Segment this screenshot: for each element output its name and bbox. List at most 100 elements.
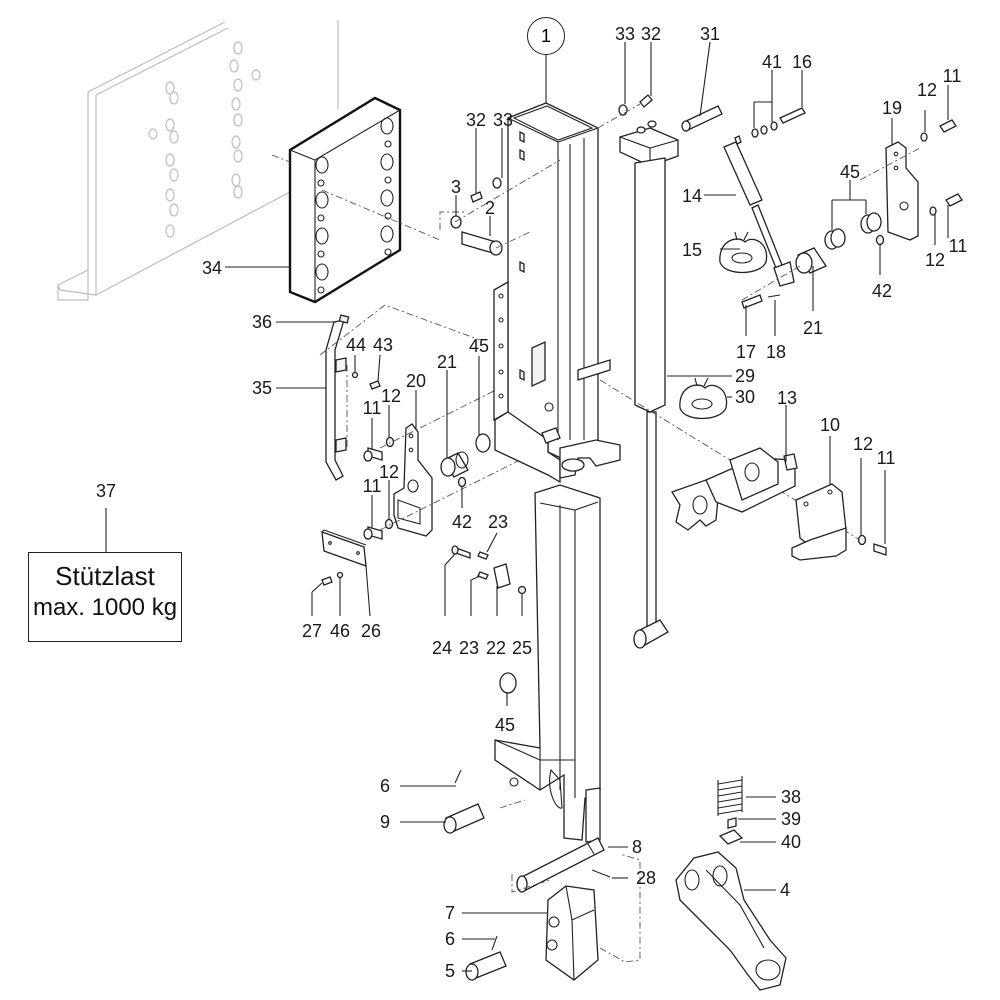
callout-40: 40 bbox=[780, 832, 802, 852]
callout-16: 16 bbox=[791, 52, 813, 72]
part-34-mounting-plate bbox=[271, 96, 441, 304]
callout-46: 46 bbox=[329, 621, 351, 641]
part-33-washer-left bbox=[492, 177, 502, 189]
callout-11: 11 bbox=[942, 66, 962, 86]
callout-45: 45 bbox=[839, 162, 861, 182]
callout-17: 17 bbox=[735, 342, 757, 362]
callout-9: 9 bbox=[379, 812, 391, 832]
part-39-screw bbox=[727, 817, 737, 829]
part-21-bushing-right bbox=[795, 247, 827, 274]
part-8-pin bbox=[516, 837, 605, 893]
callout-14: 14 bbox=[681, 186, 703, 206]
callout-44: 44 bbox=[345, 335, 367, 355]
callout-3: 3 bbox=[450, 177, 462, 197]
part-33-washer-top bbox=[618, 104, 628, 116]
part-4-claw-foot bbox=[675, 851, 787, 991]
sign-title: Stützlast bbox=[55, 561, 155, 591]
part-5-pin bbox=[465, 951, 507, 981]
part-7-clevis bbox=[545, 885, 599, 981]
part-21-bushing-left bbox=[440, 451, 469, 478]
callout-15: 15 bbox=[681, 240, 703, 260]
part-45-o-ring-left bbox=[475, 433, 491, 453]
callout-12: 12 bbox=[380, 386, 402, 406]
callout-30: 30 bbox=[734, 387, 756, 407]
part-22-25-lock-block bbox=[451, 545, 527, 595]
callout-31: 31 bbox=[699, 24, 721, 44]
callout-7: 7 bbox=[444, 903, 456, 923]
part-27-46-screw-washer bbox=[321, 571, 344, 586]
callout-11: 11 bbox=[948, 236, 968, 256]
callout-45: 45 bbox=[468, 336, 490, 356]
part-38-spring bbox=[717, 776, 743, 816]
callout-29: 29 bbox=[734, 366, 756, 386]
callout-18: 18 bbox=[765, 342, 787, 362]
part-42-washer-left bbox=[457, 476, 467, 488]
part-14-gas-spring bbox=[723, 135, 795, 287]
part-inner-tube bbox=[494, 484, 601, 843]
part-2-bolt bbox=[461, 231, 503, 256]
callout-26: 26 bbox=[360, 621, 382, 641]
part-6-cotter-pin-lower bbox=[491, 935, 498, 951]
part-13-hook-bracket bbox=[671, 447, 798, 531]
part-37-load-sign: Stützlast max. 1000 kg bbox=[28, 552, 182, 642]
part-30-parts-bag bbox=[679, 377, 728, 420]
part-45-o-rings-right bbox=[824, 212, 882, 250]
callout-34: 34 bbox=[201, 258, 223, 278]
callout-41: 41 bbox=[761, 52, 783, 72]
callout-25: 25 bbox=[511, 638, 533, 658]
callout-42: 42 bbox=[451, 512, 473, 532]
callout-2: 2 bbox=[484, 198, 496, 218]
callout-42: 42 bbox=[871, 281, 893, 301]
sign-max-load: max. 1000 kg bbox=[32, 594, 178, 621]
part-41-washers bbox=[751, 121, 778, 138]
callout-4: 4 bbox=[779, 880, 791, 900]
callout-32: 32 bbox=[640, 24, 662, 44]
part-9-pin bbox=[443, 803, 485, 834]
callout-13: 13 bbox=[776, 388, 798, 408]
callout-23: 23 bbox=[487, 512, 509, 532]
part-35-handle bbox=[319, 304, 481, 481]
callout-11: 11 bbox=[362, 476, 382, 496]
part-1-outer-tube bbox=[493, 102, 621, 484]
callout-35: 35 bbox=[251, 378, 273, 398]
part-32-screw-top bbox=[639, 94, 653, 108]
callout-39: 39 bbox=[780, 809, 802, 829]
callout-27: 27 bbox=[301, 621, 323, 641]
callout-22: 22 bbox=[485, 638, 507, 658]
callout-24: 24 bbox=[431, 638, 453, 658]
callout-33: 33 bbox=[492, 110, 514, 130]
part-40-plate bbox=[718, 829, 744, 845]
callout-12: 12 bbox=[916, 80, 938, 100]
callout-12: 12 bbox=[852, 434, 874, 454]
part-43-44-screw-nut bbox=[351, 371, 381, 390]
callout-28: 28 bbox=[635, 868, 657, 888]
callout-1-assembly: 1 bbox=[527, 17, 565, 55]
part-28-clip bbox=[591, 869, 611, 878]
part-42-washer-right bbox=[875, 234, 885, 246]
callout-12: 12 bbox=[378, 462, 400, 482]
callout-12: 12 bbox=[924, 250, 946, 270]
callout-5: 5 bbox=[444, 961, 456, 981]
part-11-12-screws-washers-right bbox=[857, 119, 963, 556]
callout-20: 20 bbox=[405, 371, 427, 391]
callout-8: 8 bbox=[631, 837, 643, 857]
callout-11: 11 bbox=[362, 398, 382, 418]
part-32-screw-left bbox=[470, 191, 483, 203]
part-20-bracket bbox=[393, 423, 433, 537]
callout-19: 19 bbox=[881, 98, 903, 118]
part-15-parts-bag bbox=[719, 231, 768, 274]
part-17-pin bbox=[741, 294, 763, 309]
callout-11: 11 bbox=[876, 448, 896, 468]
callout-38: 38 bbox=[780, 787, 802, 807]
part-6-cotter-pin-upper bbox=[454, 769, 462, 784]
callout-21: 21 bbox=[802, 318, 824, 338]
callout-45: 45 bbox=[494, 715, 516, 735]
callout-43: 43 bbox=[372, 335, 394, 355]
callout-23: 23 bbox=[458, 638, 480, 658]
part-31-pin bbox=[681, 105, 723, 132]
leader-lines bbox=[105, 41, 949, 972]
part-16-bolt bbox=[779, 107, 806, 124]
part-19-bracket bbox=[885, 141, 919, 241]
part-18-clip bbox=[767, 294, 781, 298]
part-3-washer bbox=[450, 215, 462, 229]
